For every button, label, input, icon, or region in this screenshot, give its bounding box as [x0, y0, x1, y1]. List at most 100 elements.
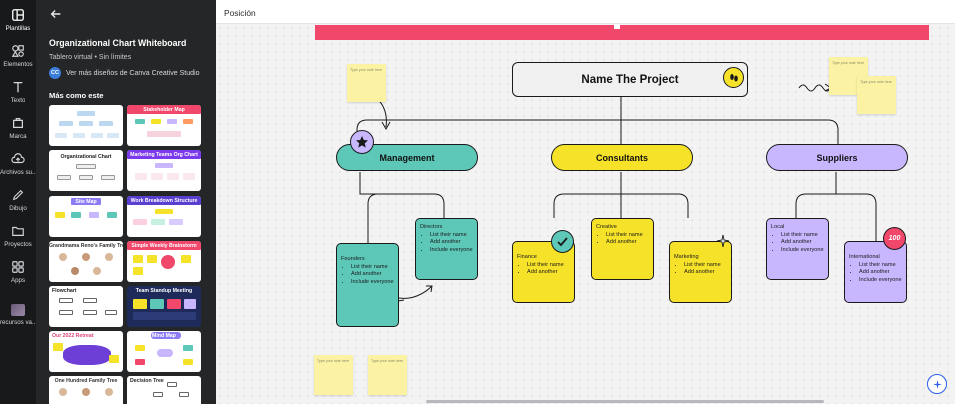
star-icon [350, 130, 374, 154]
template-thumbnail[interactable]: Our 2022 Retreat [49, 331, 123, 372]
card-directors[interactable]: Directors List their name Add another In… [415, 218, 478, 280]
rail-label: Marca [9, 133, 27, 140]
header-banner[interactable] [315, 25, 929, 40]
template-title: Organizational Chart Whiteboard [49, 38, 187, 48]
template-thumbnail[interactable]: Team Standup Meeting [127, 286, 201, 327]
sticky-text: Type your note here [371, 359, 403, 363]
thumbnail-caption: Organizational Chart [60, 154, 112, 160]
thumbnail-caption: Simple Weekly Brainstorm [131, 242, 197, 249]
rail-item-templates[interactable]: Plantillas [0, 6, 36, 40]
rail-item-apps[interactable]: Apps [0, 258, 36, 292]
template-thumbnail[interactable]: Simple Weekly Brainstorm [127, 241, 201, 282]
rail-item-uploads[interactable]: Archivos su... [0, 150, 36, 184]
template-thumbnail[interactable]: Marketing Teams Org Chart [127, 150, 201, 191]
card-local[interactable]: Local List their name Add another Includ… [766, 218, 829, 280]
rail-item-resources[interactable]: recursos va... [0, 302, 36, 336]
sticky-note[interactable]: Type your note here [368, 355, 407, 395]
template-thumbnail[interactable] [49, 105, 123, 146]
sparkles-icon [932, 379, 942, 389]
thumbnail-caption: Marketing Teams Org Chart [130, 151, 198, 158]
thumbnail-caption: Work Breakdown Structure [130, 197, 198, 204]
rail-label: Elementos [3, 61, 33, 68]
department-consultants[interactable]: Consultants [551, 144, 693, 171]
card-item: Add another [684, 269, 727, 277]
uploads-icon [11, 153, 25, 164]
card-founders[interactable]: Founders List their name Add another Inc… [336, 243, 399, 327]
template-thumbnail[interactable]: Site Map [49, 196, 123, 237]
rail-item-elements[interactable]: Elementos [0, 42, 36, 76]
card-title: Local [771, 224, 785, 230]
template-thumbnail[interactable]: Grandmama Reno's Family Tree [49, 241, 123, 282]
sticky-note[interactable]: Type your note here [314, 355, 353, 395]
sticky-text: Type your note here [350, 68, 382, 72]
rail-item-brand[interactable]: Marca [0, 114, 36, 148]
template-thumbnail[interactable]: Organizational Chart [49, 150, 123, 191]
card-title: Marketing [674, 254, 699, 260]
thumbnail-caption: Mind Map [152, 333, 176, 339]
position-button[interactable]: Posición [224, 8, 256, 18]
apps-icon [12, 261, 24, 273]
rail-label: Archivos su... [0, 169, 36, 176]
rail-label: Dibujo [9, 205, 27, 212]
card-item: Add another [430, 239, 473, 247]
sticky-text: Type your note here [860, 80, 892, 84]
rail-item-projects[interactable]: Proyectos [0, 222, 36, 256]
sticky-note[interactable]: Type your note here [857, 76, 896, 114]
rail-label: Apps [10, 277, 26, 284]
department-suppliers[interactable]: Suppliers [766, 144, 908, 171]
creator-avatar: CC [49, 67, 61, 79]
template-thumbnail[interactable]: Flowchart [49, 286, 123, 327]
sticky-text: Type your note here [832, 61, 864, 65]
magic-assistant-button[interactable] [927, 374, 947, 394]
template-thumbnail[interactable]: One Hundred Family Tree [49, 376, 123, 404]
card-item: List their name [606, 232, 649, 240]
thumbnail-caption: Stakeholder Map [143, 106, 185, 113]
canvas-horizontal-scrollbar[interactable] [426, 400, 824, 403]
rail-label: Texto [10, 97, 26, 104]
template-thumbnail[interactable]: Stakeholder Map [127, 105, 201, 146]
sticky-text: Type your note here [317, 359, 349, 363]
card-title: International [849, 254, 880, 260]
draw-icon [12, 189, 24, 201]
rail-label: Proyectos [4, 241, 32, 248]
rail-item-draw[interactable]: Dibujo [0, 186, 36, 220]
back-arrow-icon[interactable] [49, 7, 63, 21]
card-item: Include everyone [859, 277, 902, 285]
card-item: List their name [781, 232, 824, 240]
side-rail: Plantillas Elementos Texto Marca Archivo… [0, 0, 36, 404]
template-subtitle: Tablero virtual • Sin límites [49, 54, 132, 61]
sparkle-icon [716, 234, 730, 248]
hundred-text: 100 [888, 235, 901, 242]
templates-icon [12, 9, 24, 21]
card-item: Add another [781, 239, 824, 247]
resize-handle[interactable] [614, 24, 620, 29]
projects-icon [12, 226, 24, 236]
card-item: Add another [351, 271, 394, 279]
resource-thumbnail [11, 304, 25, 316]
thumbnail-caption: Decision Tree [130, 378, 164, 384]
template-thumbnail[interactable]: Work Breakdown Structure [127, 196, 201, 237]
template-thumbnail[interactable]: Decision Tree [127, 376, 201, 404]
rail-label: Plantillas [5, 25, 31, 32]
card-marketing[interactable]: Marketing List their name Add another [669, 241, 732, 303]
thumbnail-caption: Our 2022 Retreat [52, 333, 94, 339]
card-international[interactable]: International List their name Add anothe… [844, 241, 907, 303]
thumbnail-caption: Site Map [75, 199, 97, 205]
template-thumbnail[interactable]: Mind Map [127, 331, 201, 372]
card-item: Include everyone [351, 279, 394, 287]
card-title: Finance [517, 254, 537, 260]
rail-item-text[interactable]: Texto [0, 78, 36, 112]
brand-icon [13, 118, 23, 128]
card-item: Add another [859, 269, 902, 277]
project-title-box[interactable]: Name The Project [512, 62, 748, 97]
creator-link[interactable]: CC Ver más diseños de Canva Creative Stu… [49, 67, 199, 79]
whiteboard-canvas[interactable]: Type your note here Type your note here … [216, 24, 955, 404]
thumbnail-caption: Grandmama Reno's Family Tree [49, 243, 123, 249]
card-creative[interactable]: Creative List their name Add another [591, 218, 654, 280]
footprints-icon [723, 67, 744, 88]
checkmark-icon [551, 230, 574, 253]
thumbnail-caption: Flowchart [52, 288, 77, 294]
sticky-note[interactable]: Type your note here [347, 64, 386, 102]
card-item: Add another [527, 269, 570, 277]
thumbnail-caption: Team Standup Meeting [135, 288, 193, 294]
